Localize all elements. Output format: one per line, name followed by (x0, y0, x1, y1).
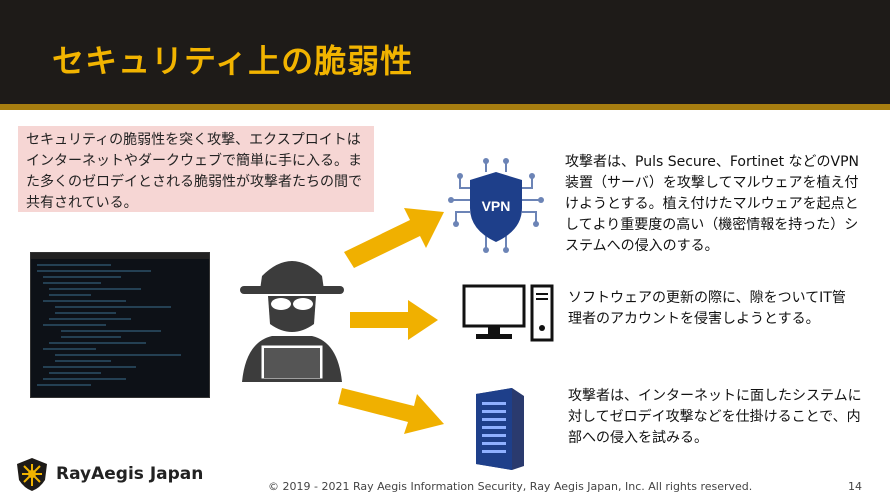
desktop-computer-icon (462, 284, 554, 342)
hacker-icon (240, 261, 344, 382)
page-number: 14 (848, 480, 862, 493)
arrow-icon (350, 300, 438, 340)
slide-title: セキュリティ上の脆弱性 (52, 42, 414, 80)
copyright-text: © 2019 - 2021 Ray Aegis Information Secu… (268, 480, 753, 493)
vpn-label: VPN (482, 198, 511, 214)
logo-icon (17, 458, 47, 491)
vpn-attack-description: 攻撃者は、Puls Secure、Fortinet などのVPN装置（サーバ）を… (565, 154, 860, 254)
header-divider (0, 104, 890, 110)
arrow-icon (338, 388, 444, 434)
terminal-screenshot (30, 252, 210, 398)
company-logo-text: RayAegis Japan (56, 464, 204, 484)
vpn-icon: VPN (448, 158, 544, 253)
update-attack-description: ソフトウェアの更新の際に、隙をついてIT管理者のアカウントを侵害しようとする。 (568, 290, 846, 327)
zero-day-description: 攻撃者は、インターネットに面したシステムに対してゼロデイ攻撃などを仕掛けることで… (568, 388, 862, 446)
header-bar (0, 0, 890, 104)
arrow-icon (344, 208, 444, 268)
intro-box: セキュリティの脆弱性を突く攻撃、エクスプロイトはインターネットやダークウェブで簡… (18, 126, 374, 212)
server-icon (476, 388, 524, 470)
